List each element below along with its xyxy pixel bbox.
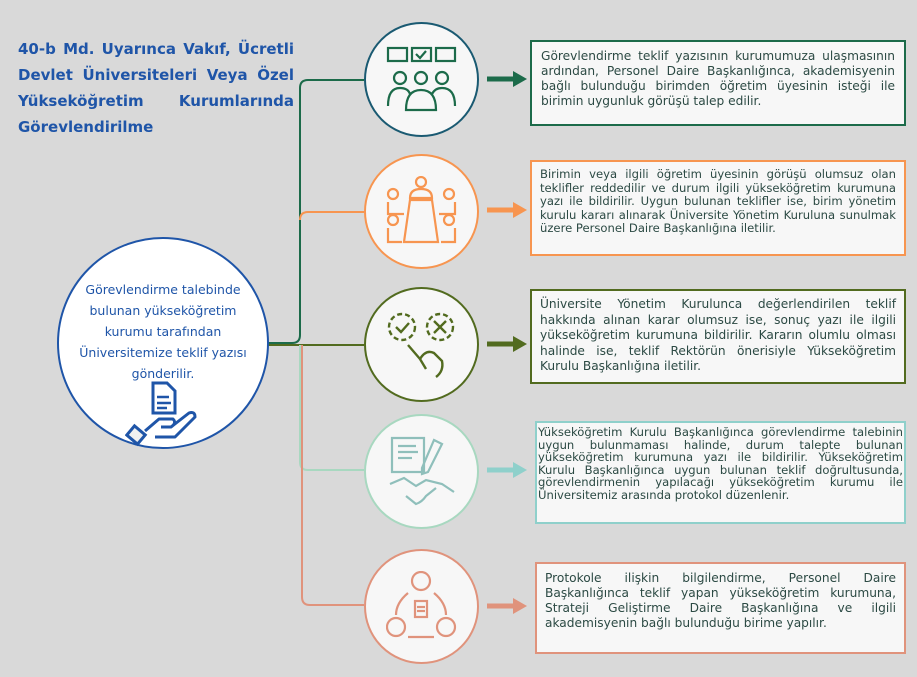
source-circle: Görevlendirme talebinde bulunan yükseköğ… <box>57 237 269 449</box>
arrow-right-icon <box>487 71 527 87</box>
step-1-box: Görevlendirme teklif yazısının kurumumuz… <box>530 40 906 126</box>
step-4-circle <box>364 414 479 529</box>
contract-handshake-icon <box>389 436 455 506</box>
step-2-circle <box>364 154 479 269</box>
step-2-box: Birimin veya ilgili öğretim üyesinin gör… <box>530 160 906 256</box>
arrow-right-icon <box>487 462 527 478</box>
document-in-hand-icon <box>125 381 197 447</box>
step-5-circle <box>364 549 479 664</box>
arrow-right-icon <box>487 202 527 218</box>
arrow-right-icon <box>487 598 527 614</box>
step-5-box: Protokole ilişkin bilgilendirme, Persone… <box>535 562 906 654</box>
people-network-document-icon <box>386 571 457 639</box>
arrow-right-icon <box>487 336 527 352</box>
step-3-circle <box>364 287 479 402</box>
step-4-box: Yükseköğretim Kurulu Başkanlığınca görev… <box>535 421 906 524</box>
meeting-table-icon <box>386 176 457 244</box>
approve-reject-hand-icon <box>387 312 455 378</box>
step-1-circle <box>364 22 479 137</box>
group-feedback-icon <box>386 46 457 112</box>
source-text: Görevlendirme talebinde bulunan yükseköğ… <box>79 282 247 381</box>
page-title: 40-b Md. Uyarınca Vakıf, Ücretli Devlet … <box>18 40 294 136</box>
step-3-box: Üniversite Yönetim Kurulunca değerlendir… <box>530 289 906 384</box>
